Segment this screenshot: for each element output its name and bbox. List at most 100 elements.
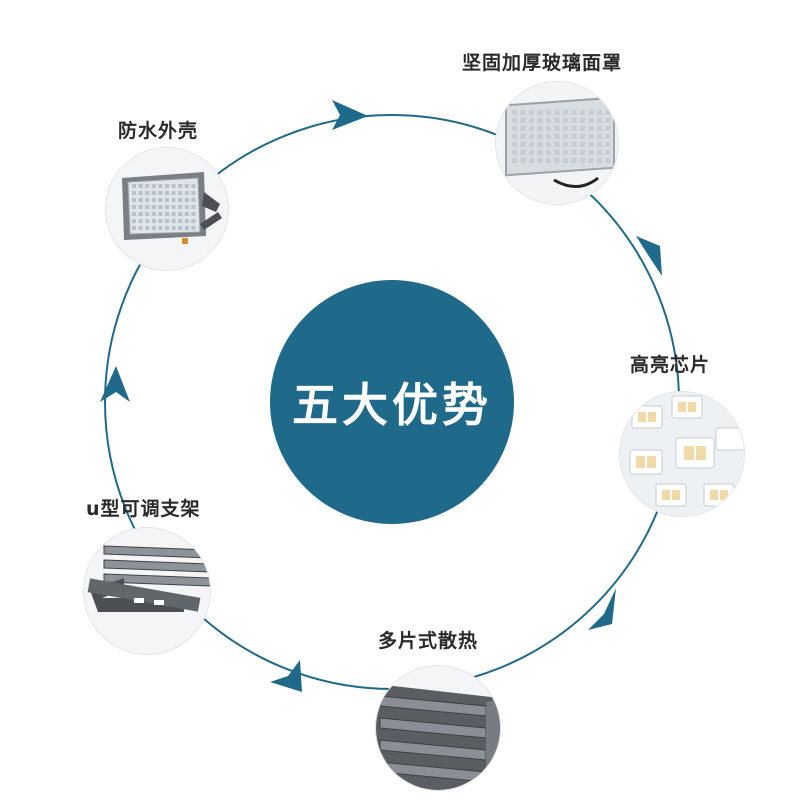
led-dot [151,226,156,230]
led-dot [571,110,577,115]
led-dot [512,150,517,155]
led-dot [563,150,568,155]
led-dot [178,184,183,188]
led-dot [178,191,183,195]
led-dot [132,212,136,216]
led-dot [537,134,543,139]
feature-label-heat-fins: 多片式散热 [378,630,479,652]
waterproof-housing-icon [106,148,228,270]
led-dot [184,205,189,209]
led-dot [554,142,560,147]
led-dot [158,219,163,223]
led-dot [597,158,602,163]
led-dot [537,158,543,163]
led-dot [158,226,163,230]
led-dot [520,134,526,139]
led-dot [184,219,189,223]
led-dot [605,126,611,131]
led-dot [520,158,526,163]
led-dot [580,134,585,139]
led-dot [580,158,585,163]
led-dot [151,212,156,216]
led-dot [151,184,156,188]
feature-thumb-u-bracket [84,528,210,654]
led-dot [529,142,534,147]
led-dot [138,226,143,230]
led-dot [546,118,551,123]
led-dot [158,205,163,209]
led-dot [571,134,577,139]
led-dot [563,142,568,147]
led-dot [132,198,136,202]
led-dot [145,198,150,202]
led-dot [158,191,163,195]
led-dot [138,184,143,188]
led-dot [171,198,176,202]
led-dot [512,158,517,163]
led-dot [588,110,594,115]
flow-arrow-left [100,366,130,402]
led-dot [537,150,543,155]
led-dot [529,158,534,163]
led-dot [132,219,136,223]
led-dot [580,118,585,123]
led-chip-icon [620,392,744,516]
led-dot [184,191,189,195]
led-dot [145,205,150,209]
led-dot [529,126,534,131]
led-dot [597,134,602,139]
led-dot [158,184,163,188]
led-dot [546,158,551,163]
led-dot [132,184,136,188]
led-dot [588,118,594,123]
led-dot [158,198,163,202]
led-dot [138,198,143,202]
led-dot [178,198,183,202]
led-dot [605,134,611,139]
led-dot [178,212,183,216]
led-dot [158,212,163,216]
led-dot [191,198,196,202]
led-dot [145,219,150,223]
heat-fins-icon [376,666,500,790]
led-dot [571,142,577,147]
led-dot [563,158,568,163]
feature-thumb-led-chip [620,392,744,516]
glass-cover-icon [496,82,618,204]
led-dot [171,205,176,209]
led-dot [571,118,577,123]
led-dot [191,184,196,188]
led-dot [563,126,568,131]
led-dot [145,212,150,216]
feature-thumb-heat-fins [376,666,500,790]
feature-label-u-bracket: u型可调支架 [86,498,201,520]
feature-thumb-glass-cover [496,82,618,204]
led-dot [171,212,176,216]
led-dot [537,118,543,123]
led-dot [597,142,602,147]
led-dot [520,118,526,123]
led-dot [178,205,183,209]
led-dot [529,150,534,155]
led-dot [605,118,611,123]
led-dot [520,142,526,147]
led-dot [520,126,526,131]
led-dot [563,110,568,115]
led-dot [512,134,517,139]
led-dot [520,150,526,155]
led-dot [184,198,189,202]
flow-arrow-top [332,100,368,130]
led-dot [165,198,169,202]
led-dot [138,205,143,209]
led-dot [184,184,189,188]
led-dot [138,212,143,216]
led-dot [605,150,611,155]
led-dot [554,150,560,155]
led-dot [588,158,594,163]
led-dot [145,191,150,195]
led-dot [145,226,150,230]
led-dot [191,226,196,230]
led-dot [145,184,150,188]
led-dot [132,226,136,230]
